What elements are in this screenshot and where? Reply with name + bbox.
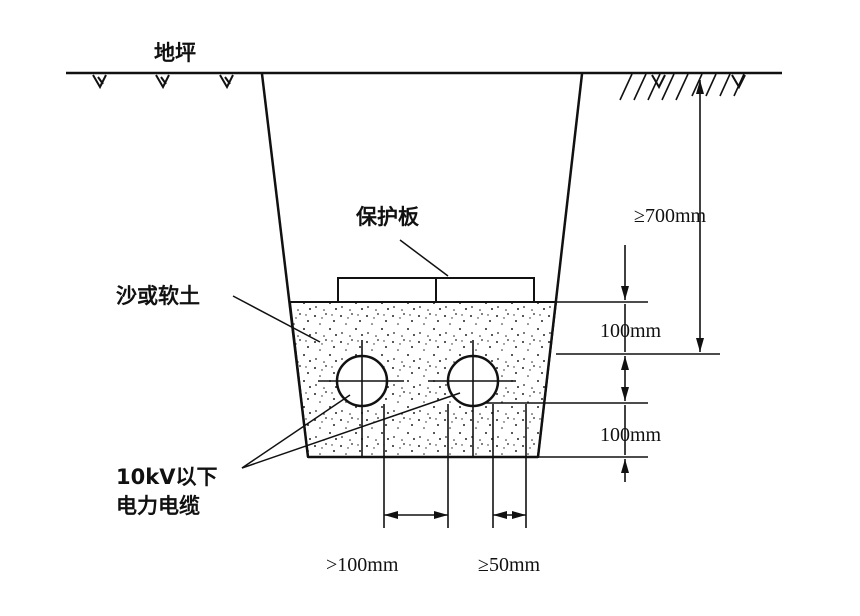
protection-board-left	[337, 277, 437, 303]
horizontal-dimension-arrows	[384, 511, 526, 519]
cable-label-line2: 电力电缆	[116, 494, 200, 518]
board-leader	[399, 239, 449, 277]
burial-depth-label: ≥700mm	[634, 205, 707, 227]
cover-thickness-label: 100mm	[600, 320, 662, 342]
bottom-thickness-label: 100mm	[600, 424, 662, 446]
ground-hatching-right	[619, 73, 746, 101]
fill-label: 沙或软土	[116, 284, 200, 308]
fill-leader	[232, 295, 321, 343]
sand-fill-region	[288, 301, 558, 458]
cable-centerlines	[318, 340, 516, 456]
horizontal-dimension-lines	[383, 404, 527, 528]
cable-leader-left	[241, 394, 351, 469]
protection-board-right	[435, 277, 535, 303]
ground-label: 地坪	[154, 41, 196, 65]
protection-board-label: 保护板	[355, 205, 420, 229]
cable-spacing-label: >100mm	[326, 554, 399, 576]
edge-clearance-label: ≥50mm	[478, 554, 541, 576]
vertical-dimension-arrows	[621, 80, 704, 473]
cable-leader-right	[241, 392, 461, 469]
cable-label-line1: 10kV以下	[116, 465, 217, 489]
ground-symbols-left	[92, 74, 234, 90]
